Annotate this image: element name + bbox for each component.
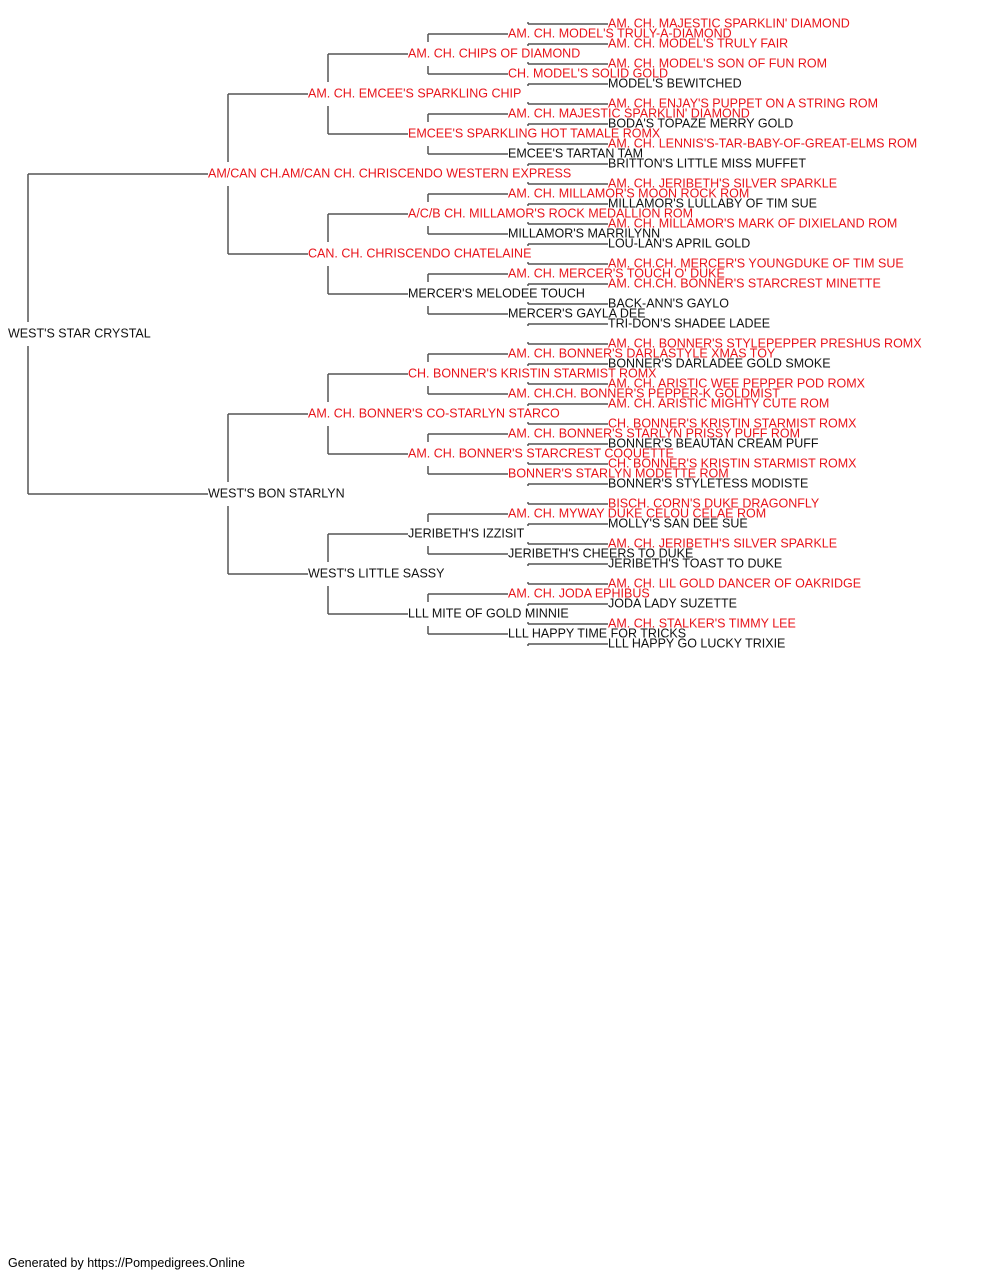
pedigree-name-subject-sire-dam-sire-dam-sire: AM. CH. MILLAMOR'S MARK OF DIXIELAND ROM bbox=[608, 216, 897, 230]
pedigree-name-subject-dam-sire-sire: CH. BONNER'S KRISTIN STARMIST ROMX bbox=[408, 366, 657, 380]
pedigree-name-subject-sire-sire-sire-dam-sire: AM. CH. MODEL'S SON OF FUN ROM bbox=[608, 56, 827, 70]
pedigree-name-subject-sire-sire-dam-sire: AM. CH. MAJESTIC SPARKLIN' DIAMOND bbox=[508, 106, 750, 120]
pedigree-name-subject-sire-dam-sire-dam-dam: LOU-LAN'S APRIL GOLD bbox=[608, 236, 750, 250]
pedigree-name-subject-dam-sire-sire-sire: AM. CH. BONNER'S DARLASTYLE XMAS TOY bbox=[508, 346, 776, 360]
pedigree-name-subject-dam-dam-dam-dam-dam: LLL HAPPY GO LUCKY TRIXIE bbox=[608, 636, 785, 650]
pedigree-name-subject-sire-sire-sire-sire: AM. CH. MODEL'S TRULY-A-DIAMOND bbox=[508, 26, 732, 40]
pedigree-name-subject-sire-dam-dam-sire-dam: AM. CH.CH. BONNER'S STARCREST MINETTE bbox=[608, 276, 881, 290]
pedigree-name-subject-sire-sire: AM. CH. EMCEE'S SPARKLING CHIP bbox=[308, 86, 521, 100]
pedigree-name-subject-sire-dam-dam-dam-sire: BACK-ANN'S GAYLO bbox=[608, 296, 729, 310]
pedigree-name-subject-sire-sire-sire-dam: CH. MODEL'S SOLID GOLD bbox=[508, 66, 668, 80]
pedigree-name-subject-dam-dam-sire: JERIBETH'S IZZISIT bbox=[408, 526, 525, 540]
footer-credit: Generated by https://Pompedigrees.Online bbox=[8, 1256, 245, 1270]
pedigree-name-subject-sire-dam-sire-sire-sire: AM. CH. JERIBETH'S SILVER SPARKLE bbox=[608, 176, 837, 190]
pedigree-name-subject-sire-dam-dam-dam-dam: TRI-DON'S SHADEE LADEE bbox=[608, 316, 770, 330]
pedigree-name-subject-dam-sire-dam-sire-sire: CH. BONNER'S KRISTIN STARMIST ROMX bbox=[608, 416, 857, 430]
pedigree-name-subject-dam-dam-sire-dam-dam: JERIBETH'S TOAST TO DUKE bbox=[608, 556, 782, 570]
pedigree-name-subject-dam-sire-sire-dam: AM. CH.CH. BONNER'S PEPPER-K GOLDMIST bbox=[508, 386, 780, 400]
pedigree-name-subject-dam-sire-sire-dam-sire: AM. CH. ARISTIC WEE PEPPER POD ROMX bbox=[608, 376, 866, 390]
pedigree-name-subject-sire-dam: CAN. CH. CHRISCENDO CHATELAINE bbox=[308, 246, 531, 260]
pedigree-name-subject-sire-dam-sire: A/C/B CH. MILLAMOR'S ROCK MEDALLION ROM bbox=[408, 206, 693, 220]
pedigree-name-subject-dam-sire-dam-sire-dam: BONNER'S BEAUTAN CREAM PUFF bbox=[608, 436, 819, 450]
pedigree-name-subject-sire-sire-dam-sire-dam: BODA'S TOPAZE MERRY GOLD bbox=[608, 116, 793, 130]
pedigree-name-subject-sire-dam-dam-sire: AM. CH. MERCER'S TOUCH O' DUKE bbox=[508, 266, 725, 280]
pedigree-name-subject-sire-sire-dam-dam-dam: BRITTON'S LITTLE MISS MUFFET bbox=[608, 156, 806, 170]
pedigree-name-subject-dam-dam-sire-dam-sire: AM. CH. JERIBETH'S SILVER SPARKLE bbox=[608, 536, 837, 550]
pedigree-name-subject-sire-sire-sire: AM. CH. CHIPS OF DIAMOND bbox=[408, 46, 580, 60]
pedigree-name-subject-dam-dam-sire-sire-sire: BISCH. CORN'S DUKE DRAGONFLY bbox=[608, 496, 820, 510]
pedigree-name-subject-dam-sire: AM. CH. BONNER'S CO-STARLYN STARCO bbox=[308, 406, 560, 420]
pedigree-name-subject-sire-sire-sire-sire-sire: AM. CH. MAJESTIC SPARKLIN' DIAMOND bbox=[608, 16, 850, 30]
pedigree-name-subject-sire-sire-sire-sire-dam: AM. CH. MODEL'S TRULY FAIR bbox=[608, 36, 788, 50]
pedigree-name-subject-sire-sire-dam-dam: EMCEE'S TARTAN TAM bbox=[508, 146, 643, 160]
pedigree-name-subject-dam-dam-dam-sire-dam: JODA LADY SUZETTE bbox=[608, 596, 737, 610]
pedigree-name-subject-dam-dam-dam-dam: LLL HAPPY TIME FOR TRICKS bbox=[508, 626, 686, 640]
pedigree-name-subject-sire-dam-sire-dam: MILLAMOR'S MARRILYNN bbox=[508, 226, 660, 240]
pedigree-name-subject-dam-dam-dam: LLL MITE OF GOLD MINNIE bbox=[408, 606, 569, 620]
pedigree-name-subject-dam-dam-dam-dam-sire: AM. CH. STALKER'S TIMMY LEE bbox=[608, 616, 796, 630]
pedigree-name-subject-dam-dam-sire-dam: JERIBETH'S CHEERS TO DUKE bbox=[508, 546, 693, 560]
pedigree-name-subject-dam-sire-dam-dam: BONNER'S STARLYN MODETTE ROM bbox=[508, 466, 729, 480]
pedigree-name-subject-sire-dam-sire-sire: AM. CH. MILLAMOR'S MOON ROCK ROM bbox=[508, 186, 749, 200]
pedigree-name-subject-dam-dam-dam-sire-sire: AM. CH. LIL GOLD DANCER OF OAKRIDGE bbox=[608, 576, 861, 590]
pedigree-name-subject-dam-sire-dam-dam-sire: CH. BONNER'S KRISTIN STARMIST ROMX bbox=[608, 456, 857, 470]
pedigree-name-subject-dam-sire-sire-sire-dam: BONNER'S DARLADEE GOLD SMOKE bbox=[608, 356, 831, 370]
pedigree-name-subject-sire-dam-dam-sire-sire: AM. CH.CH. MERCER'S YOUNGDUKE OF TIM SUE bbox=[608, 256, 904, 270]
pedigree-name-subject-dam: WEST'S BON STARLYN bbox=[208, 486, 345, 500]
pedigree-name-subject-dam-sire-dam-dam-dam: BONNER'S STYLETESS MODISTE bbox=[608, 476, 808, 490]
pedigree-name-subject-dam-sire-dam: AM. CH. BONNER'S STARCREST COQUETTE bbox=[408, 446, 674, 460]
pedigree-name-subject-dam-dam-dam-sire: AM. CH. JODA EPHIBUS bbox=[508, 586, 650, 600]
pedigree-name-subject-dam-dam-sire-sire-dam: MOLLY'S SAN DEE SUE bbox=[608, 516, 748, 530]
pedigree-name-subject-dam-dam: WEST'S LITTLE SASSY bbox=[308, 566, 445, 580]
pedigree-name-subject-sire-dam-dam: MERCER'S MELODEE TOUCH bbox=[408, 286, 585, 300]
pedigree-name-subject-sire-sire-sire-dam-dam: MODEL'S BEWITCHED bbox=[608, 76, 742, 90]
pedigree-name-subject-dam-sire-sire-sire-sire: AM. CH. BONNER'S STYLEPEPPER PRESHUS ROM… bbox=[608, 336, 922, 350]
pedigree-name-subject-sire: AM/CAN CH.AM/CAN CH. CHRISCENDO WESTERN … bbox=[208, 166, 571, 180]
pedigree-name-subject: WEST'S STAR CRYSTAL bbox=[8, 326, 151, 340]
pedigree-name-subject-sire-dam-sire-sire-dam: MILLAMOR'S LULLABY OF TIM SUE bbox=[608, 196, 817, 210]
pedigree-name-subject-sire-dam-dam-dam: MERCER'S GAYLA DEE bbox=[508, 306, 646, 320]
pedigree-name-subject-sire-sire-dam-dam-sire: AM. CH. LENNIS'S-TAR-BABY-OF-GREAT-ELMS … bbox=[608, 136, 917, 150]
pedigree-name-subject-dam-dam-sire-sire: AM. CH. MYWAY DUKE CELOU CELAE ROM bbox=[508, 506, 766, 520]
pedigree-name-subject-dam-sire-sire-dam-dam: AM. CH. ARISTIC MIGHTY CUTE ROM bbox=[608, 396, 829, 410]
pedigree-name-subject-dam-sire-dam-sire: AM. CH. BONNER'S STARLYN PRISSY PUFF ROM bbox=[508, 426, 800, 440]
pedigree-name-subject-sire-sire-dam-sire-sire: AM. CH. ENJAY'S PUPPET ON A STRING ROM bbox=[608, 96, 878, 110]
pedigree-name-subject-sire-sire-dam: EMCEE'S SPARKLING HOT TAMALE ROMX bbox=[408, 126, 661, 140]
